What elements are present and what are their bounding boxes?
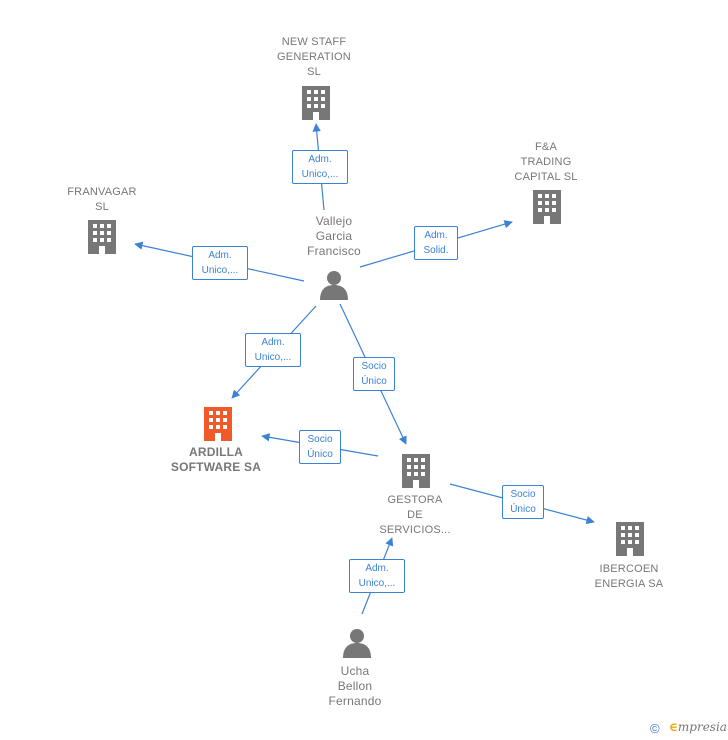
copyright-symbol: © (650, 721, 660, 736)
person-icon[interactable] (320, 271, 348, 300)
edge-label-gestora-ardilla[interactable]: Socio Único (299, 430, 341, 464)
building-icon[interactable] (88, 220, 116, 254)
node-label-ibercoen[interactable]: IBERCOEN ENERGIA SA (594, 563, 664, 590)
node-label-fa-trading[interactable]: F&A TRADING CAPITAL SL (514, 141, 578, 183)
node-label-ucha[interactable]: Ucha Bellon Fernando (328, 664, 382, 708)
edge-label-vallejo-gestora[interactable]: Socio Único (353, 357, 395, 391)
node-label-gestora[interactable]: GESTORA DE SERVICIOS... (379, 494, 451, 536)
edge-label-vallejo-franvagar[interactable]: Adm. Unico,... (192, 246, 248, 280)
node-label-new-staff[interactable]: NEW STAFF GENERATION SL (277, 36, 351, 78)
brand-initial: ∈ (669, 720, 678, 734)
edge-label-gestora-ibercoen[interactable]: Socio Único (502, 485, 544, 519)
edge-label-vallejo-fa[interactable]: Adm. Solid. (414, 226, 458, 260)
edge-label-vallejo-ardilla[interactable]: Adm. Unico,... (245, 333, 301, 367)
edge-label-vallejo-newstaff[interactable]: Adm. Unico,... (292, 150, 348, 184)
node-label-ardilla[interactable]: ARDILLA SOFTWARE SA (170, 445, 262, 474)
empresia-logo[interactable]: ∈mpresia (669, 720, 727, 734)
building-icon[interactable] (402, 454, 430, 488)
building-icon[interactable] (616, 522, 644, 556)
building-icon[interactable] (533, 190, 561, 224)
person-icon[interactable] (343, 629, 371, 658)
node-label-franvagar[interactable]: FRANVAGAR SL (67, 186, 137, 213)
node-label-vallejo[interactable]: Vallejo Garcia Francisco (307, 214, 361, 258)
edge-label-ucha-gestora[interactable]: Adm. Unico,... (349, 559, 405, 593)
brand-rest: mpresia (677, 720, 727, 734)
building-icon[interactable] (302, 86, 330, 120)
building-icon-highlighted[interactable] (204, 407, 232, 441)
